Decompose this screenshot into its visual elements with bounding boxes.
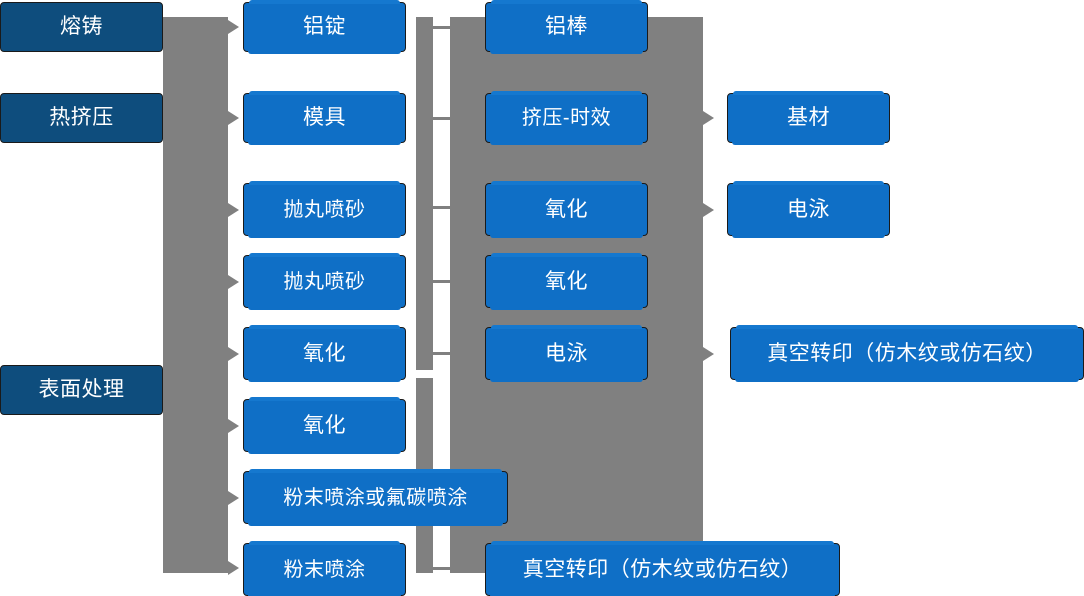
stage-surface-treatment[interactable]: 表面处理 [0, 365, 163, 415]
node-mold-label: 模具 [303, 106, 346, 130]
connector-tick [433, 352, 451, 355]
connector-tick [433, 567, 451, 570]
node-base-material-label: 基材 [787, 106, 830, 130]
connector-trunk-mid-narrow-top [416, 17, 433, 370]
arrow-right-icon [228, 347, 239, 361]
arrow-right-icon [228, 561, 239, 575]
arrow-right-icon [703, 111, 714, 125]
stage-surface-treatment-label: 表面处理 [38, 378, 125, 402]
stage-melt-cast-label: 熔铸 [60, 15, 103, 39]
node-vacuum-transfer-2[interactable]: 真空转印（仿木纹或仿石纹） [730, 325, 1084, 382]
node-oxidation-3[interactable]: 氧化 [485, 181, 648, 238]
node-electrophoresis-2-label: 电泳 [787, 197, 830, 221]
node-oxidation-4[interactable]: 氧化 [485, 253, 648, 310]
node-oxidation-2-label: 氧化 [303, 413, 346, 437]
node-vacuum-transfer-1[interactable]: 真空转印（仿木纹或仿石纹） [485, 541, 840, 596]
connector-trunk-left [163, 17, 228, 573]
node-powder-coating-label: 粉末喷涂 [283, 558, 366, 581]
node-oxidation-1-label: 氧化 [303, 341, 346, 365]
connector-tick [433, 117, 451, 120]
node-electrophoresis-1-label: 电泳 [545, 341, 588, 365]
arrow-right-icon [228, 111, 239, 125]
arrow-right-icon [703, 347, 714, 361]
node-shot-blast-1-label: 抛丸喷砂 [283, 198, 366, 221]
node-powder-coating[interactable]: 粉末喷涂 [243, 541, 406, 596]
arrow-right-icon [228, 491, 239, 505]
node-powder-or-pvdf-coating[interactable]: 粉末喷涂或氟碳喷涂 [243, 469, 508, 526]
arrow-right-icon [228, 20, 239, 34]
node-shot-blast-2[interactable]: 抛丸喷砂 [243, 253, 406, 310]
node-electrophoresis-1[interactable]: 电泳 [485, 325, 648, 382]
connector-tick [433, 280, 451, 283]
stage-hot-extrude[interactable]: 热挤压 [0, 93, 163, 143]
node-aluminum-ingot[interactable]: 铝锭 [243, 0, 406, 54]
node-shot-blast-2-label: 抛丸喷砂 [283, 270, 366, 293]
arrow-right-icon [228, 419, 239, 433]
node-aluminum-ingot-label: 铝锭 [303, 15, 346, 39]
node-aluminum-bar-label: 铝棒 [545, 15, 588, 39]
node-electrophoresis-2[interactable]: 电泳 [727, 181, 890, 238]
arrow-right-icon [228, 275, 239, 289]
node-mold[interactable]: 模具 [243, 91, 406, 145]
node-base-material[interactable]: 基材 [727, 91, 890, 145]
arrow-right-icon [228, 203, 239, 217]
node-aluminum-bar[interactable]: 铝棒 [485, 0, 648, 54]
node-oxidation-4-label: 氧化 [545, 269, 588, 293]
connector-leader-surface-treatment [163, 389, 187, 391]
node-shot-blast-1[interactable]: 抛丸喷砂 [243, 181, 406, 238]
node-oxidation-1[interactable]: 氧化 [243, 325, 406, 382]
node-extrude-aging-label: 挤压-时效 [521, 107, 612, 129]
node-extrude-aging[interactable]: 挤压-时效 [485, 91, 648, 145]
connector-tick [433, 206, 451, 209]
node-vacuum-transfer-2-label: 真空转印（仿木纹或仿石纹） [767, 341, 1047, 365]
stage-melt-cast[interactable]: 熔铸 [0, 2, 163, 52]
node-oxidation-3-label: 氧化 [545, 197, 588, 221]
node-powder-or-pvdf-coating-label: 粉末喷涂或氟碳喷涂 [283, 486, 468, 509]
node-vacuum-transfer-1-label: 真空转印（仿木纹或仿石纹） [522, 557, 803, 581]
node-oxidation-2[interactable]: 氧化 [243, 397, 406, 454]
connector-tick [433, 26, 451, 29]
arrow-right-icon [703, 203, 714, 217]
stage-hot-extrude-label: 热挤压 [49, 106, 114, 130]
